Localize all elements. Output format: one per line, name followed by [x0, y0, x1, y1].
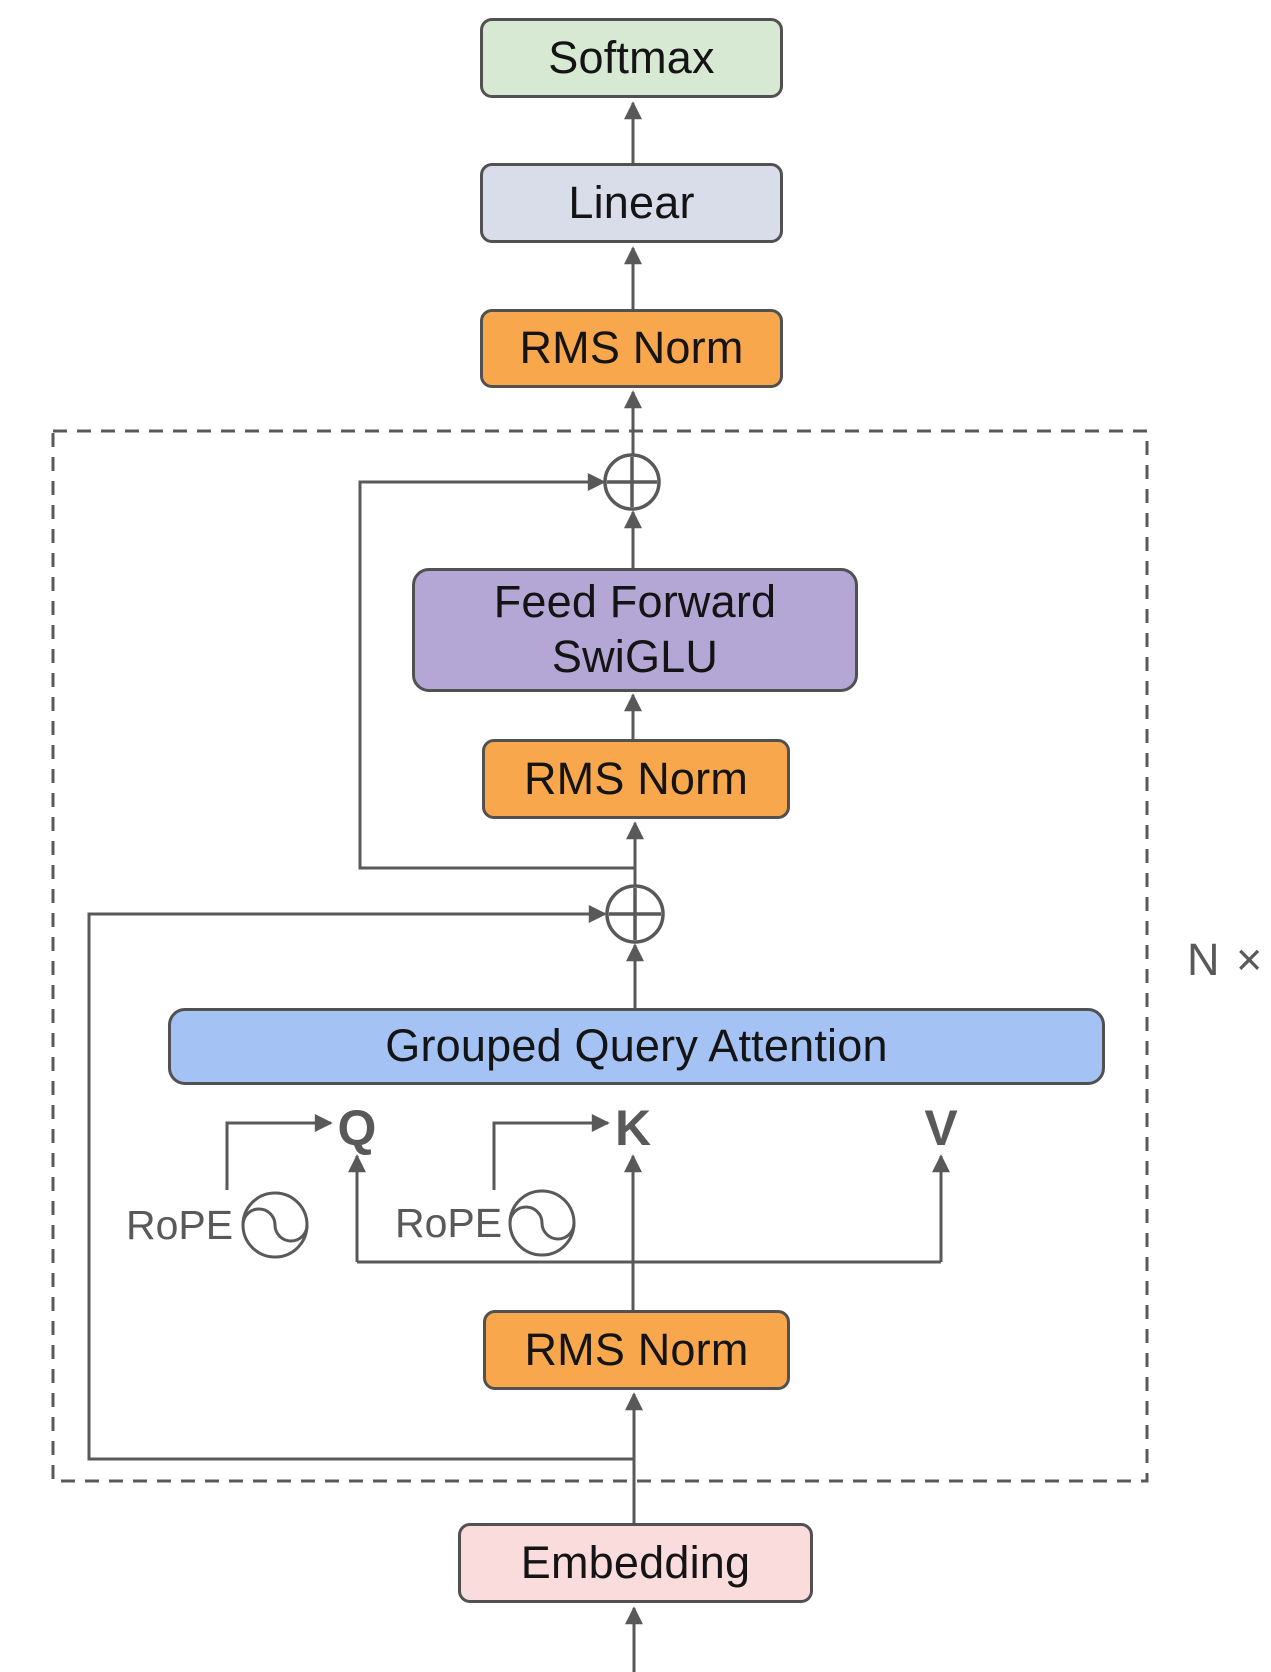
rms-norm-bottom-box: RMS Norm [483, 1310, 790, 1390]
rms-norm-mid-box: RMS Norm [482, 739, 790, 819]
rope-k-label: RoPE [395, 1200, 503, 1246]
embedding-box: Embedding [458, 1523, 813, 1603]
rope-q-label: RoPE [126, 1202, 234, 1248]
rope-to-k-arrow [492, 1114, 610, 1190]
repeat-count-label: N × [1187, 934, 1265, 985]
rms-norm-top-box: RMS Norm [480, 309, 783, 388]
rope-to-q-arrow [225, 1114, 333, 1190]
add-circle-ffn [603, 453, 661, 511]
feed-forward-label-line2: SwiGLU [551, 631, 719, 682]
linear-box: Linear [480, 163, 783, 243]
transformer-block-dashed-boundary [51, 429, 1149, 1483]
query-label: Q [337, 1100, 377, 1156]
grouped-query-attention-box: Grouped Query Attention [168, 1008, 1105, 1085]
add-circle-attention [605, 884, 665, 944]
attention-residual-connection [87, 905, 634, 1461]
key-label: K [614, 1100, 652, 1156]
rope-wave-icon-k [508, 1189, 576, 1257]
rope-wave-icon-q [241, 1191, 309, 1259]
value-label: V [924, 1100, 958, 1156]
feed-forward-swiglu-box: Feed Forward SwiGLU [412, 568, 858, 692]
softmax-box: Softmax [480, 18, 783, 98]
ffn-residual-connection [358, 473, 635, 870]
feed-forward-label-line1: Feed Forward [493, 576, 777, 628]
